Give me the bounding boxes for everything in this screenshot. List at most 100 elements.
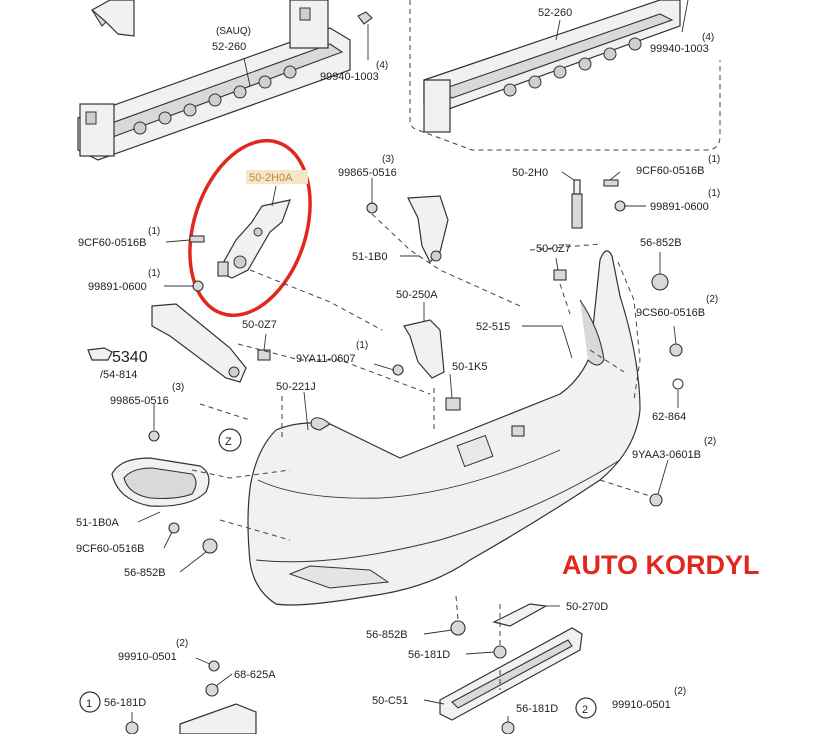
label-9cf60-bottom: 9CF60-0516B: [76, 543, 145, 555]
label-9cs60-qty: (2): [706, 294, 718, 305]
hand-pointer-icon: [87, 347, 113, 361]
label-56-181d-left: 56-181D: [104, 697, 146, 709]
part-labels: (SAUQ) 52-260 52-260 (4) 99940-1003 (4) …: [76, 7, 760, 719]
label-99910-left-qty: (2): [176, 638, 188, 649]
label-99940-left-qty: (4): [376, 60, 388, 71]
label-99940-right: 99940-1003: [650, 43, 709, 55]
clip-50-0z7-top-icon: [553, 269, 567, 281]
label-99891-right-qty: (1): [708, 188, 720, 199]
bracket-50-2h0a: [217, 199, 291, 279]
label-9cf60-left-qty: (1): [148, 226, 160, 237]
label-99891-left: 99891-0600: [88, 281, 147, 293]
screw-9yaa3-icon: [649, 493, 663, 507]
label-9cs60: 9CS60-0516B: [636, 307, 705, 319]
label-50-2h0: 50-2H0: [512, 167, 548, 179]
label-68-625a: 68-625A: [234, 669, 276, 681]
label-50-0z7-mid: 50-0Z7: [242, 319, 277, 331]
label-9cf60-right-qty: (1): [708, 154, 720, 165]
reflector-51-1b0a: [111, 457, 210, 507]
label-99910-left: 99910-0501: [118, 651, 177, 663]
label-50-1k5: 50-1K5: [452, 361, 487, 373]
nut-99891-right-icon: [614, 200, 626, 212]
bracket-51-1b0: [407, 195, 449, 264]
label-50-221j: 50-221J: [276, 381, 316, 393]
nut-99891-left-icon: [192, 280, 204, 292]
reinforcement-beam-right: [423, 0, 681, 133]
trim-50-270d: [492, 603, 548, 627]
label-52-260-left: 52-260: [212, 41, 246, 53]
assembly-guide-lines: [191, 213, 651, 690]
label-99910-right: 99910-0501: [612, 699, 671, 711]
reinforcement-beam-left: [77, 0, 351, 161]
right-beam-group-outline: [409, 0, 721, 151]
diffuser-50-c51: [439, 627, 583, 721]
label-9ya11-qty: (1): [356, 340, 368, 351]
bolt-99940-left-icon: [357, 11, 373, 25]
fastener-56-852b-mid-icon: [202, 538, 218, 554]
label-50-250a: 50-250A: [396, 289, 438, 301]
label-sauq: (SAUQ): [216, 26, 251, 37]
label-56-181d-right: 56-181D: [516, 703, 558, 715]
watermark-auto-kordyl: AUTO KORDYL: [562, 550, 760, 580]
label-56-852b-bottom: 56-852B: [366, 629, 408, 641]
bracket-bottom-left: [179, 703, 257, 734]
label-9cf60-left: 9CF60-0516B: [78, 237, 147, 249]
clip-68-625a-icon: [205, 683, 219, 697]
clip-56-181d-right-icon: [501, 721, 515, 734]
circle-marker-1: [79, 691, 101, 713]
circle-marker-2: [575, 697, 597, 719]
bolt-9cf60-left-icon: [189, 235, 205, 243]
label-99865-top-qty: (3): [382, 154, 394, 165]
bolt-9cf60-right-icon: [603, 179, 619, 187]
bolt-99865-mid-icon: [148, 430, 160, 442]
fastener-56-852b-bottom-icon: [450, 620, 466, 636]
label-56-181d-mid: 56-181D: [408, 649, 450, 661]
label-52-515: 52-515: [476, 321, 510, 333]
label-circle-2: 2: [582, 704, 588, 716]
label-9cf60-right: 9CF60-0516B: [636, 165, 705, 177]
label-62-864: 62-864: [652, 411, 686, 423]
highlight-label-background: [246, 170, 308, 184]
clip-56-181d-mid-icon: [493, 645, 507, 659]
label-50-0z7-top: 50-0Z7: [536, 243, 571, 255]
label-51-1b0a: 51-1B0A: [76, 517, 119, 529]
clip-56-181d-left-icon: [125, 721, 139, 734]
label-9ya11: 9YA11-0607: [296, 353, 356, 365]
screw-9ya11-icon: [392, 364, 404, 376]
label-99910-right-qty: (2): [674, 686, 686, 697]
label-99865-mid-qty: (3): [172, 382, 184, 393]
label-51-1b0: 51-1B0: [352, 251, 387, 263]
bracket-50-2h0: [571, 179, 583, 229]
nut-99910-left-icon: [208, 660, 220, 672]
label-56-852b-mid: 56-852B: [124, 567, 166, 579]
label-52-260-right: 52-260: [538, 7, 572, 19]
ring-62-864-icon: [672, 378, 684, 390]
label-56-852b-top: 56-852B: [640, 237, 682, 249]
label-99865-mid: 99865-0516: [110, 395, 169, 407]
label-99891-right: 99891-0600: [650, 201, 709, 213]
leader-lines: [131, 0, 689, 722]
rear-bumper-50-221j: [247, 250, 641, 606]
label-99891-left-qty: (1): [148, 268, 160, 279]
bolt-9cf60-bottom-icon: [168, 522, 180, 534]
label-circle-1: 1: [86, 698, 92, 710]
highlight-ellipse: [188, 138, 312, 318]
label-50-270d: 50-270D: [566, 601, 608, 613]
label-99940-left: 99940-1003: [320, 71, 379, 83]
direction-arrow-icon: [90, 0, 135, 37]
label-54-814: /54-814: [100, 369, 137, 381]
fastener-9cs60-icon: [669, 343, 683, 357]
label-9yaa3-qty: (2): [704, 436, 716, 447]
side-bracket-left: [151, 303, 247, 383]
label-99865-top: 99865-0516: [338, 167, 397, 179]
fastener-56-852b-top-icon: [651, 273, 669, 291]
label-z-marker: Z: [225, 436, 232, 448]
label-50-2h0a: 50-2H0A: [249, 172, 293, 184]
z-marker: [218, 428, 242, 452]
clip-50-1k5-icon: [445, 397, 461, 411]
label-9yaa3: 9YAA3-0601B: [632, 449, 701, 461]
label-5340: 5340: [112, 349, 148, 366]
bracket-50-250a: [403, 319, 445, 379]
